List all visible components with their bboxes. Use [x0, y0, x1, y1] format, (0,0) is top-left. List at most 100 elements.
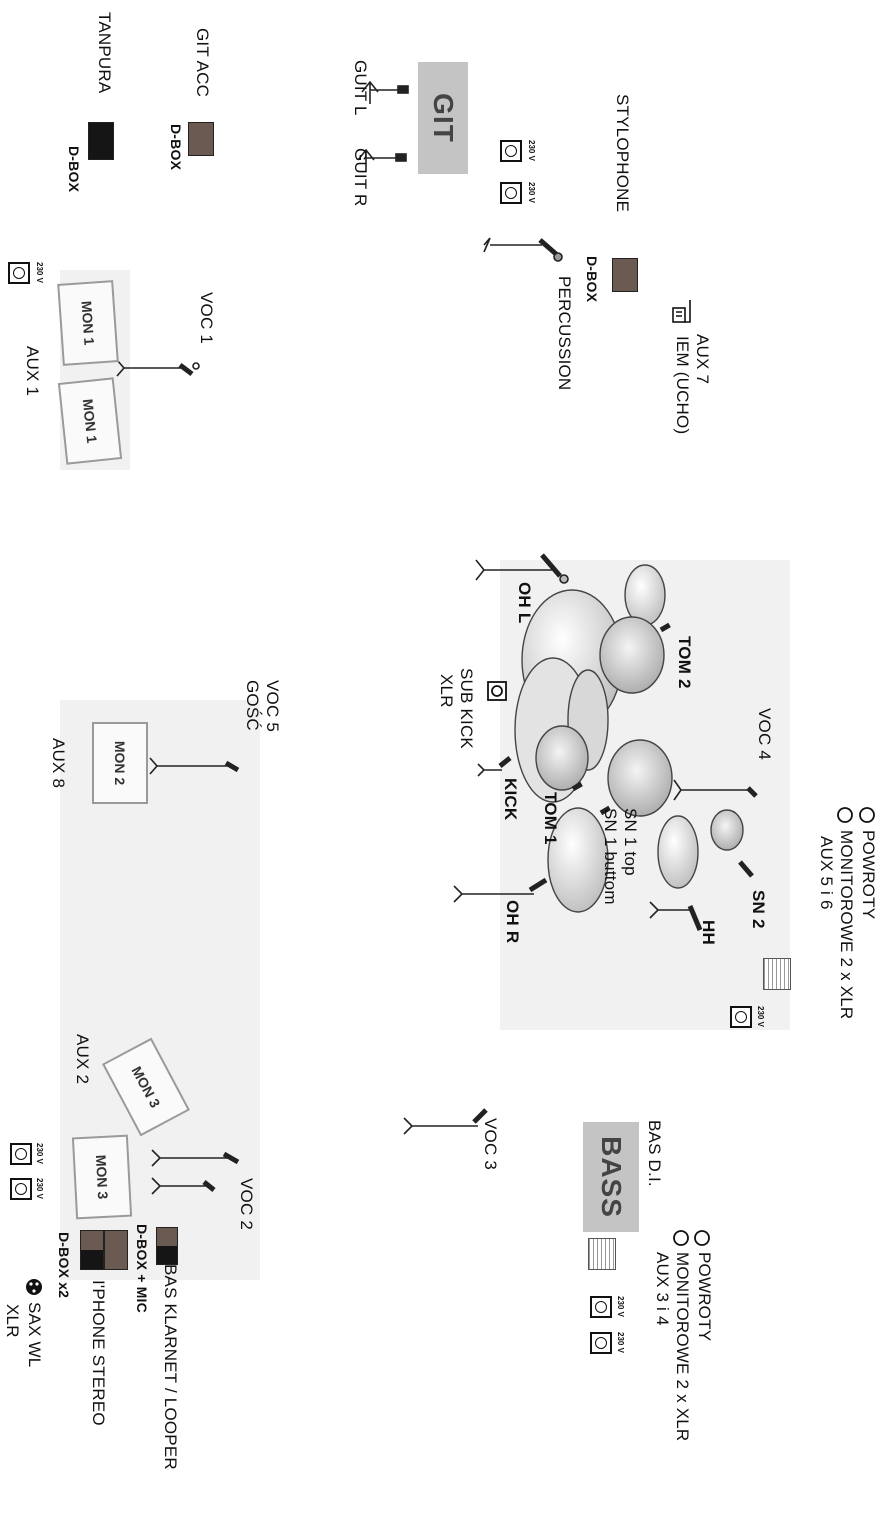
- socket-icon: [10, 1143, 32, 1165]
- socket-tag: 230 V: [527, 182, 536, 203]
- label-git-acc-dbox: D-BOX: [168, 124, 184, 171]
- label-hh: HH: [699, 920, 718, 945]
- label-aux8: AUX 8: [49, 738, 68, 789]
- drums-di-box: [763, 958, 791, 990]
- label-sax: SAX WL: [25, 1302, 44, 1368]
- tanpura-dbox: [88, 122, 114, 160]
- iphone-dbox-1: [104, 1230, 128, 1270]
- label-voc3: VOC 3: [481, 1118, 500, 1171]
- socket-icon: [590, 1332, 612, 1354]
- label-stylophone-dbox: D-BOX: [584, 256, 600, 303]
- monitorowe-icon-1: [837, 807, 853, 823]
- monitor-mon2: MON 2: [92, 722, 148, 804]
- mic-voc2-a: [151, 1149, 240, 1167]
- socket-tag: 230 V: [35, 262, 44, 283]
- mic-ohl: [475, 553, 569, 584]
- mic-voc3: [403, 1108, 488, 1135]
- socket-icon: [590, 1296, 612, 1318]
- mic-voc2-b: [151, 1177, 216, 1195]
- label-monitorowe-2: MONITOROWE 2 x XLR: [673, 1252, 692, 1442]
- mic-sn2: [738, 860, 754, 878]
- label-dbox-x2: D-BOX x2: [56, 1232, 72, 1299]
- label-git-acc: GIT ACC: [193, 28, 212, 98]
- label-sub-kick-xlr: XLR: [437, 674, 456, 708]
- mic-guit-l: [361, 80, 409, 104]
- socket-tag: 230 V: [756, 1006, 765, 1027]
- guitar-amp: GIT: [418, 62, 468, 174]
- label-voc5: VOC 5: [263, 680, 282, 733]
- label-ohl: OH L: [515, 582, 534, 624]
- label-voc1: VOC 1: [197, 292, 216, 345]
- label-ohr: OH R: [503, 900, 522, 944]
- mic-voc5: [149, 757, 240, 775]
- label-iphone: I'PHONE STEREO: [89, 1280, 108, 1426]
- label-guit-r: GUIT R: [351, 148, 370, 207]
- mic-guit-r: [357, 148, 407, 172]
- mic-voc1: [116, 359, 200, 377]
- label-aux56: AUX 5 i 6: [817, 836, 836, 910]
- socket-tag: 230 V: [616, 1332, 625, 1353]
- iphone-dbox-2: [80, 1230, 104, 1270]
- label-gosc: GOŚĆ: [243, 680, 262, 731]
- label-sn1-top: SN 1 top: [621, 808, 640, 876]
- mic-percussion: [483, 237, 563, 262]
- label-aux1: AUX 1: [23, 346, 42, 397]
- tom1-drum: [535, 725, 589, 791]
- iem-icon: [672, 300, 691, 323]
- socket-tag: 230 V: [527, 140, 536, 161]
- label-kick: KICK: [501, 778, 520, 821]
- socket-icon: [500, 182, 522, 204]
- label-tom1: TOM 1: [541, 792, 560, 845]
- label-sax-xlr: XLR: [3, 1304, 22, 1338]
- label-sn2: SN 2: [749, 890, 768, 929]
- cymbal-top: [624, 564, 666, 626]
- cymbal-ohr: [547, 807, 609, 913]
- git-acc-dbox: [188, 122, 214, 156]
- monitorowe-icon-2: [673, 1230, 689, 1246]
- mic-voc4: [673, 779, 758, 801]
- socket-tag: 230 V: [35, 1143, 44, 1164]
- label-sub-kick: SUB KICK: [457, 668, 476, 749]
- monitor-mon1-b: MON 1: [57, 377, 123, 465]
- powroty-icon-1: [859, 807, 875, 823]
- label-sn1-bottom: SN 1 buttom: [601, 808, 620, 905]
- socket-icon: [500, 140, 522, 162]
- label-bas-di: BAS D.I.: [645, 1120, 664, 1187]
- socket-tag: 230 V: [616, 1296, 625, 1317]
- label-tanpura-dbox: D-BOX: [66, 146, 82, 193]
- powroty-icon-2: [694, 1230, 710, 1246]
- label-tanpura: TANPURA: [95, 12, 114, 94]
- monitor-mon1-a: MON 1: [57, 280, 119, 366]
- label-voc2: VOC 2: [237, 1178, 256, 1231]
- mic-hh: [649, 901, 703, 931]
- label-guit-l: GUIT L: [351, 60, 370, 116]
- label-aux7: AUX 7: [693, 334, 712, 385]
- socket-tag: 230 V: [35, 1178, 44, 1199]
- label-bas-klarnet: BAS KLARNET / LOOPER: [161, 1264, 180, 1470]
- bas-klarnet-dbox: [156, 1227, 178, 1265]
- socket-icon: [8, 262, 30, 284]
- sn2-drum: [710, 809, 744, 851]
- label-powroty-2: POWROTY: [695, 1252, 714, 1342]
- cymbal-hh: [657, 815, 699, 889]
- label-stylophone: STYLOPHONE: [613, 94, 632, 213]
- sn1-drum: [607, 739, 673, 817]
- label-aux2: AUX 2: [73, 1034, 92, 1085]
- label-aux34: AUX 3 i 4: [653, 1252, 672, 1326]
- socket-icon: [10, 1178, 32, 1200]
- label-powroty-1: POWROTY: [859, 830, 878, 920]
- stylophone-dbox: [612, 258, 638, 292]
- label-voc4: VOC 4: [755, 708, 774, 761]
- label-monitorowe-1: MONITOROWE 2 x XLR: [837, 830, 856, 1020]
- tom2-drum: [599, 616, 665, 694]
- label-tom2: TOM 2: [675, 636, 694, 689]
- label-dbox-mic: D-BOX + MIC: [134, 1224, 150, 1313]
- monitor-mon3-b: MON 3: [71, 1134, 133, 1220]
- bass-di-box: [588, 1238, 616, 1270]
- mic-ohr: [453, 877, 548, 903]
- bass-amp: BASS: [583, 1122, 639, 1232]
- label-percussion: PERCUSSION: [555, 276, 574, 391]
- label-iem: IEM (UCHO): [673, 336, 692, 435]
